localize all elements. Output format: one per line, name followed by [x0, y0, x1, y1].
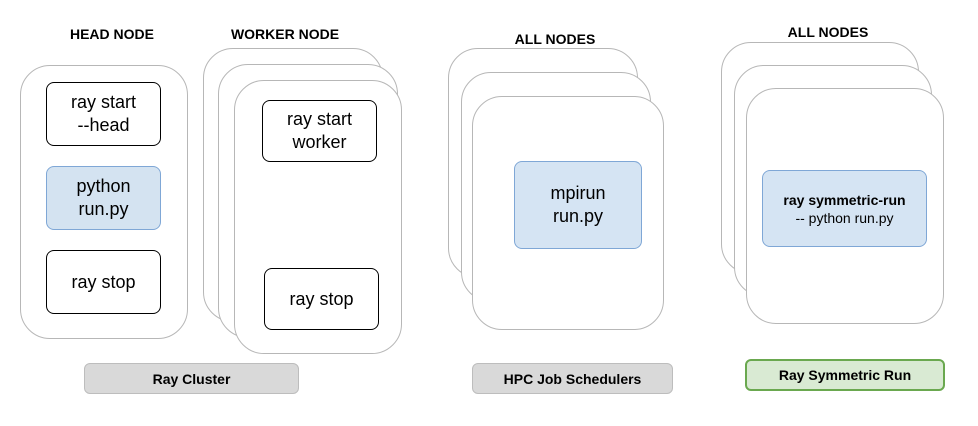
ray-start-worker-line-1: ray start — [286, 109, 352, 129]
ray-symmetric-run-label: Ray Symmetric Run — [745, 359, 945, 391]
ray-start-worker-line-2: worker — [292, 132, 347, 152]
python-run-line-2: run.py — [78, 199, 129, 219]
ray-stop-worker-box: ray stop — [264, 268, 379, 330]
mpirun-line-1: mpirun — [550, 183, 606, 203]
ray-start-head-box: ray start --head — [46, 82, 161, 146]
python-run-box: python run.py — [46, 166, 161, 230]
symmetric-all-nodes-header: ALL NODES — [787, 24, 869, 40]
ray-start-head-line-2: --head — [77, 115, 130, 135]
hpc-job-schedulers-label-text: HPC Job Schedulers — [503, 370, 642, 387]
ray-cluster-label-text: Ray Cluster — [152, 370, 231, 387]
hpc-job-schedulers-label: HPC Job Schedulers — [472, 363, 673, 394]
ray-start-head-line-1: ray start — [70, 92, 136, 112]
symmetric-run-args: -- python run.py — [795, 209, 894, 226]
ray-cluster-label: Ray Cluster — [84, 363, 299, 394]
ray-stop-head-label: ray stop — [71, 271, 136, 292]
hpc-all-nodes-header: ALL NODES — [514, 31, 596, 47]
ray-stop-worker-label: ray stop — [289, 288, 354, 309]
mpirun-line-2: run.py — [552, 206, 604, 226]
ray-symmetric-run-label-text: Ray Symmetric Run — [778, 367, 912, 383]
ray-start-worker-box: ray start worker — [262, 100, 377, 162]
symmetric-run-command: ray symmetric-run — [783, 191, 906, 208]
worker-node-header: WORKER NODE — [230, 26, 340, 42]
symmetric-run-box: ray symmetric-run -- python run.py — [762, 170, 927, 247]
python-run-line-1: python — [76, 176, 131, 196]
mpirun-box: mpirun run.py — [514, 161, 642, 249]
ray-stop-head-box: ray stop — [46, 250, 161, 314]
head-node-header: HEAD NODE — [69, 26, 154, 42]
